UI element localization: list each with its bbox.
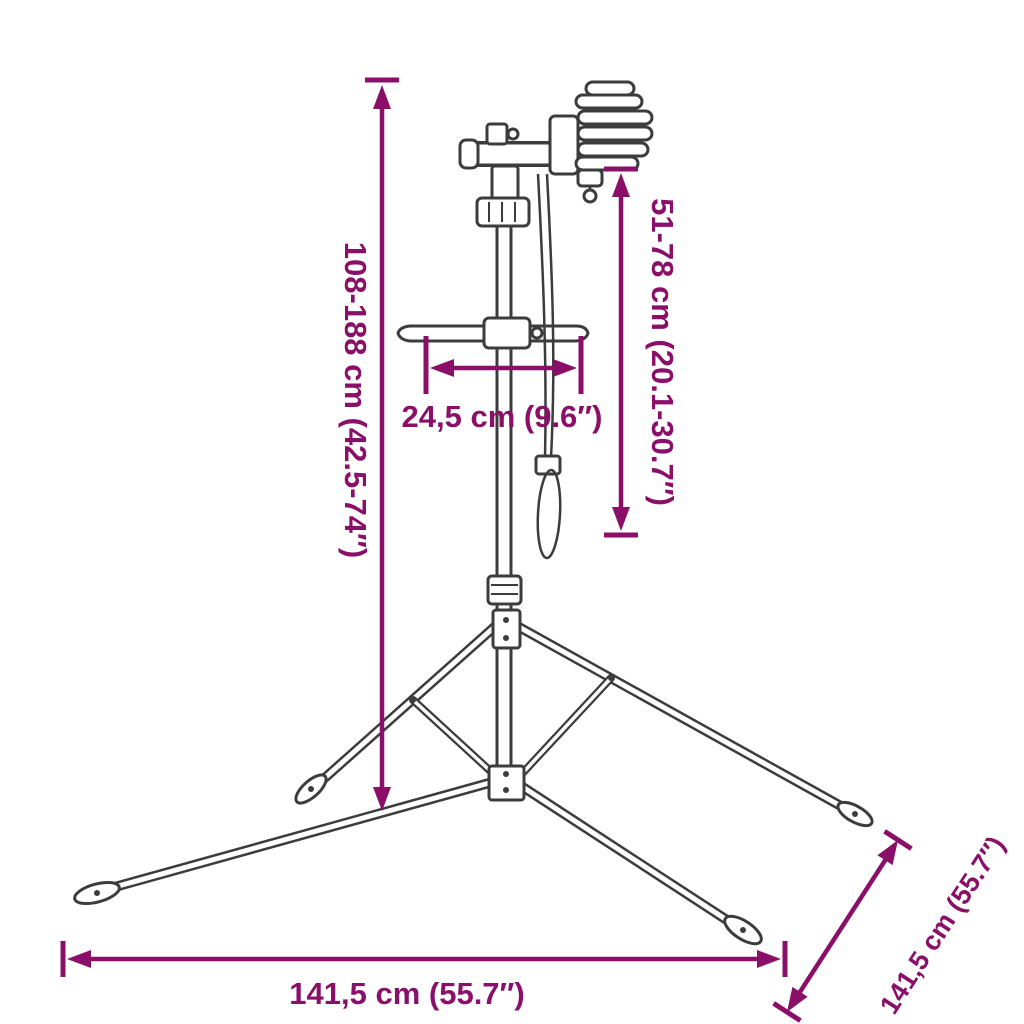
dimension-clamp-height: 51-78 cm (20.1-30.7″) [604,166,680,538]
feet [73,773,874,946]
leg-hubs [487,608,526,802]
tripod-rear-legs [313,617,853,815]
overall-height-label: 108-188 cm (42.5-74″) [338,242,373,558]
base-depth-label: 141,5 cm (55.7″) [874,831,1011,1019]
dimension-base-width: 141,5 cm (55.7″) [60,941,788,1011]
main-pole [486,186,523,770]
clamp-height-label: 51-78 cm (20.1-30.7″) [645,198,680,506]
support-struts [409,674,615,782]
bike-stand-drawing [73,80,874,946]
tray-width-label: 24,5 cm (9.6″) [402,399,603,434]
tool-tray [396,316,590,350]
base-width-label: 141,5 cm (55.7″) [289,976,524,1011]
dimension-base-depth: 141,5 cm (55.7″) [772,829,1011,1023]
quick-release-strap [534,173,562,560]
dimension-overall-height: 108-188 cm (42.5-74″) [338,77,399,811]
dimension-tray-width: 24,5 cm (9.6″) [402,336,603,434]
clamp-head [458,80,654,228]
tripod-front-legs [99,775,741,931]
